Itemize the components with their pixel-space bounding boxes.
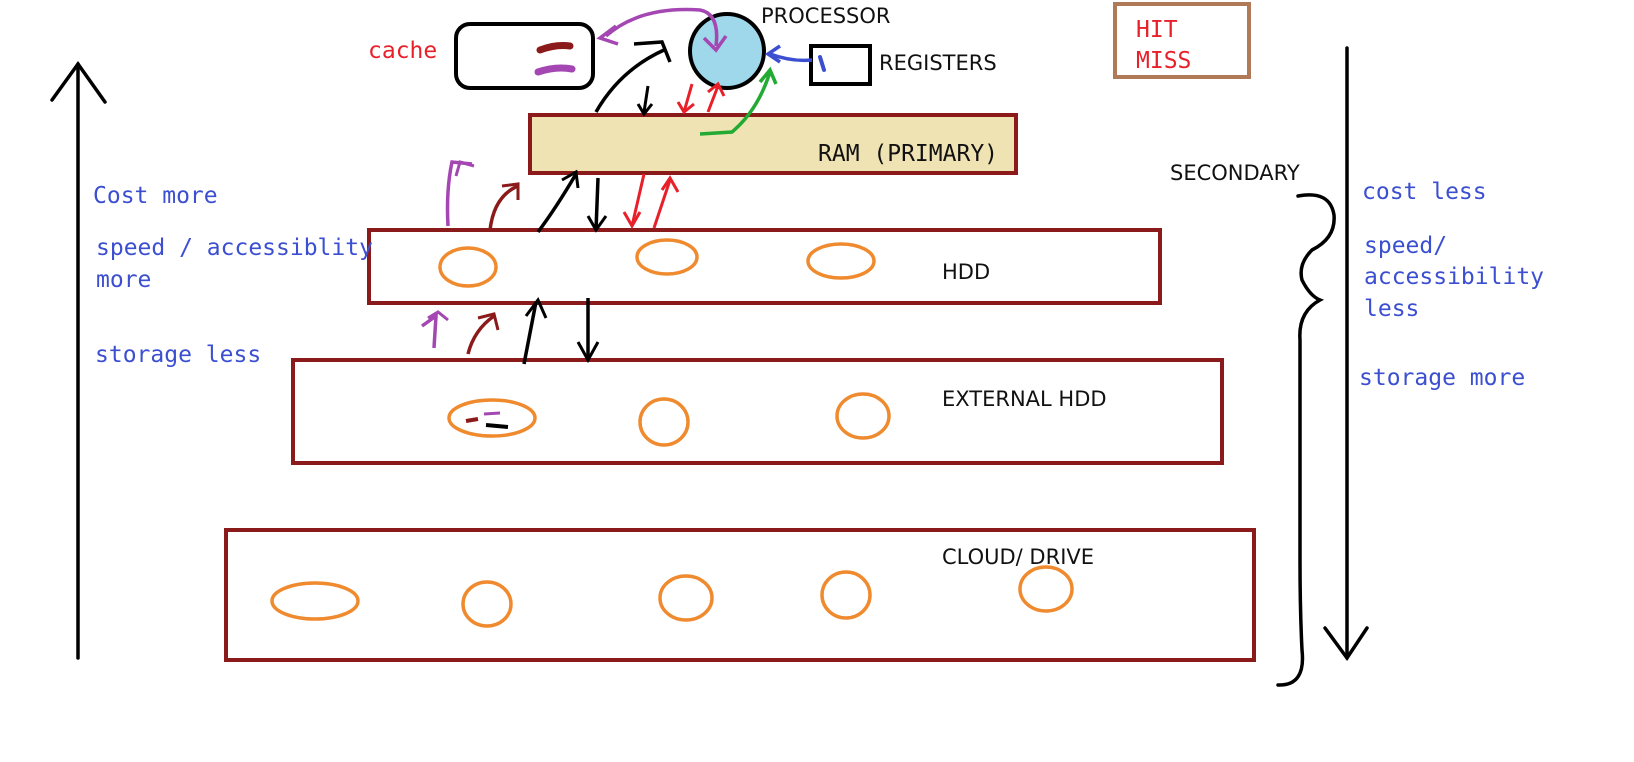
- cache-label: cache: [368, 38, 438, 64]
- ext-disk-3: [835, 392, 891, 440]
- arrow-hdd-ram-purple: [445, 160, 473, 227]
- ram-box: [528, 113, 1018, 175]
- arrowhead-hdd-ram-darkred: [501, 182, 520, 200]
- arrowhead-ram-to-cache: [633, 40, 672, 63]
- cloud-drive-box: [224, 528, 1256, 662]
- cloud-disk-2: [461, 580, 513, 628]
- right-speed-label-1: speed/: [1364, 233, 1448, 259]
- arrowhead-processor-purple: [702, 34, 728, 53]
- hdd-disk-1: [438, 246, 498, 288]
- left-up-arrow: [50, 60, 107, 660]
- hit-label: HIT: [1136, 17, 1178, 43]
- register-mark: [818, 55, 826, 72]
- arrow-ram-hdd-red: [630, 173, 646, 227]
- arrowhead-green: [758, 66, 778, 85]
- hdd-disk-2: [635, 238, 699, 276]
- arrowhead-cache: [596, 24, 619, 46]
- arrow-hdd-ram-darkred: [488, 184, 519, 231]
- arrowhead-blue: [764, 44, 781, 64]
- arrow-red-down: [682, 83, 694, 113]
- arrow-ext-hdd-black: [522, 301, 538, 365]
- ext-disk-mark-purple: [483, 411, 501, 416]
- arrow-red-up: [706, 85, 720, 113]
- arrowhead-hdd-ram-black: [561, 169, 580, 189]
- arrowhead-red-down: [676, 101, 695, 115]
- cache-box: [454, 22, 595, 90]
- cloud-drive-label: CLOUD/ DRIVE: [942, 545, 1095, 569]
- arrow-ext-hdd-purple: [420, 312, 438, 349]
- processor-label: PROCESSOR: [761, 4, 891, 28]
- arrow-hdd-ram-black: [536, 173, 578, 234]
- arrowhead-hdd-ext-black: [576, 341, 600, 364]
- disk-circles: [270, 238, 1074, 628]
- ext-disk-mark-darkred: [465, 417, 479, 423]
- miss-label: MISS: [1136, 48, 1192, 74]
- arrowhead-red-up: [707, 81, 726, 97]
- external-hdd-label: EXTERNAL HDD: [942, 387, 1107, 411]
- secondary-brace: [1276, 193, 1336, 687]
- right-storage-label: storage more: [1359, 365, 1526, 391]
- arrowhead-hdd-ram-purple: [454, 160, 475, 177]
- arrowhead-ext-hdd-darkred: [477, 312, 500, 331]
- arrowhead-ext-hdd-black: [524, 297, 548, 319]
- cache-mark-darkred: [536, 42, 574, 54]
- secondary-label: SECONDARY: [1170, 161, 1300, 185]
- arrowhead-hdd-ram-red: [660, 175, 680, 193]
- cloud-disk-1: [270, 581, 360, 621]
- cloud-disk-3: [658, 574, 714, 622]
- arrowhead-ram-hdd-red: [622, 211, 642, 230]
- right-speed-label-3: less: [1364, 296, 1420, 322]
- cache-mark-purple: [534, 64, 576, 76]
- left-cost-label: Cost more: [93, 183, 218, 209]
- hdd-label: HDD: [942, 260, 991, 284]
- arrow-ram-to-cache: [594, 48, 665, 113]
- arrow-ram-hdd-black: [594, 177, 600, 231]
- ext-disk-mark-black: [485, 423, 509, 429]
- arrow-processor-to-cache: [604, 7, 719, 47]
- ext-disk-1: [447, 398, 537, 438]
- arrowhead-ext-hdd-purple: [427, 310, 449, 322]
- arrow-processor-to-ram-black: [642, 85, 650, 113]
- hdd-disk-3: [806, 242, 876, 280]
- arrow-green-ram-to-processor: [699, 71, 772, 136]
- arrowhead-processor-to-ram-black: [636, 103, 654, 117]
- processor-circle: [688, 12, 766, 90]
- hdd-box: [367, 228, 1162, 305]
- right-down-arrow: [1323, 46, 1369, 662]
- hit-miss-box: [1113, 2, 1251, 79]
- registers-box: [809, 44, 872, 86]
- right-speed-label-2: accessibility: [1364, 264, 1545, 290]
- arrow-ext-hdd-darkred: [466, 314, 496, 355]
- registers-label: REGISTERS: [879, 51, 997, 75]
- external-hdd-box: [291, 358, 1224, 465]
- cloud-disk-4: [820, 570, 872, 620]
- left-storage-label: storage less: [95, 342, 262, 368]
- left-speed-label-1: speed / accessiblity: [96, 235, 373, 261]
- cloud-disk-5: [1018, 565, 1074, 613]
- arrowhead-ram-hdd-black: [586, 215, 608, 233]
- arrow-registers-to-processor: [769, 52, 813, 63]
- left-speed-label-2: more: [96, 267, 152, 293]
- arrow-hdd-ram-red: [652, 179, 672, 229]
- right-cost-label: cost less: [1362, 179, 1487, 205]
- ext-disk-2: [638, 397, 690, 447]
- ram-label: RAM (PRIMARY): [818, 141, 999, 167]
